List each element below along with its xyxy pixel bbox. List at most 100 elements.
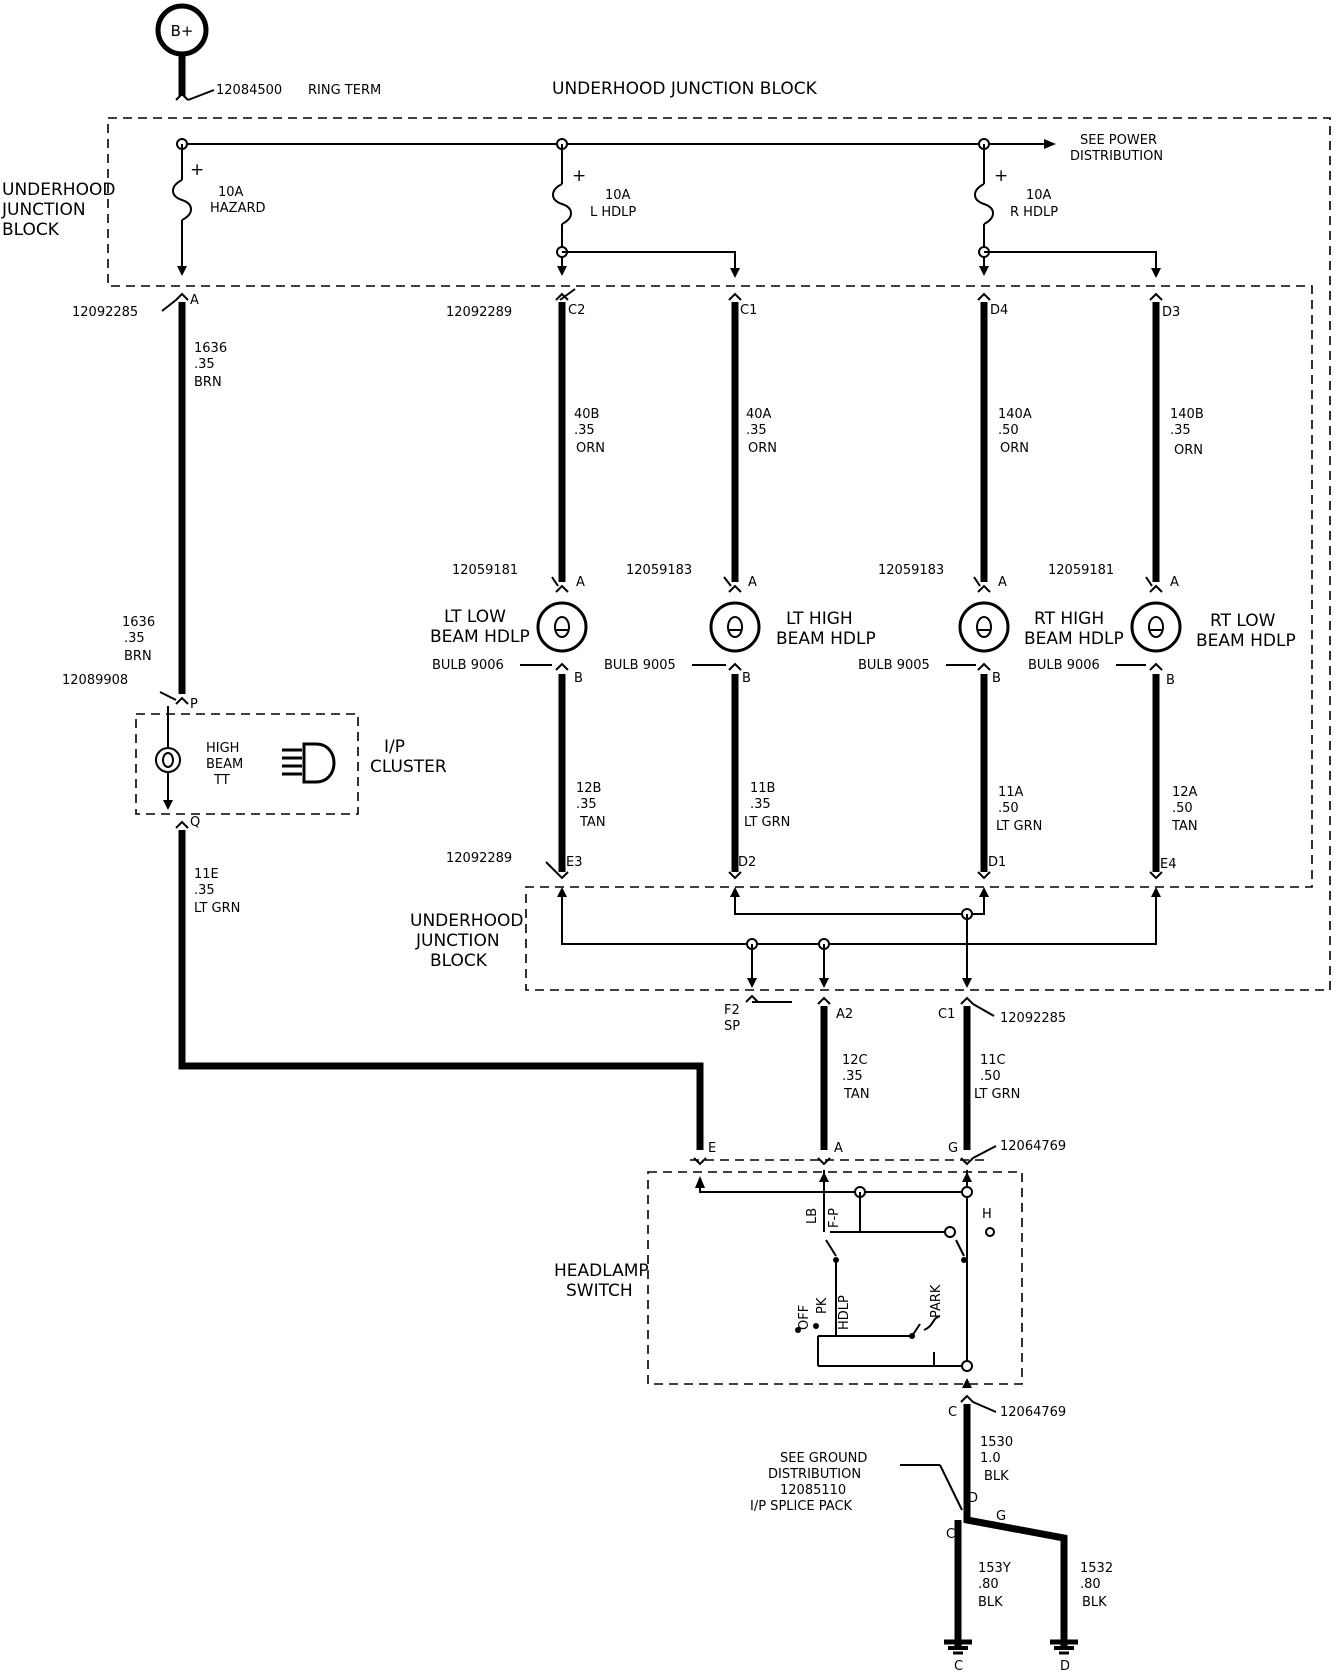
fuse-r-hdlp: + 10A R HDLP <box>974 144 1161 278</box>
svg-text:12092285: 12092285 <box>72 305 138 320</box>
lamp-connector-lt-low: 12059181 A <box>452 563 585 593</box>
wire-label-11e: 11E .35 LT GRN <box>194 867 240 916</box>
svg-text:TAN: TAN <box>579 815 606 830</box>
fuse-l-hdlp: + 10A L HDLP <box>552 144 740 278</box>
switch-label-h: H <box>982 1207 992 1222</box>
svg-text:.35: .35 <box>124 631 145 646</box>
lamp-connector-rt-high: 12059183 A <box>878 563 1007 593</box>
pin-b-rt-high: B <box>977 662 1001 686</box>
svg-text:HEADLAMP: HEADLAMP <box>554 1261 649 1281</box>
wire-ground-splice <box>963 1404 1068 1646</box>
svg-text:C: C <box>948 1405 957 1420</box>
svg-text:TT: TT <box>213 773 230 788</box>
svg-text:I/P: I/P <box>384 737 405 757</box>
svg-text:.50: .50 <box>998 801 1019 816</box>
switch-label-fp: F-P <box>827 1208 842 1228</box>
svg-text:CLUSTER: CLUSTER <box>370 757 447 777</box>
svg-text:LT GRN: LT GRN <box>194 901 240 916</box>
wire-label-11a: 11A .50 LT GRN <box>996 785 1042 834</box>
wire-label-12a: 12A .50 TAN <box>1171 785 1198 834</box>
svg-text:11C: 11C <box>980 1053 1006 1068</box>
svg-text:12059183: 12059183 <box>878 563 944 578</box>
svg-text:SWITCH: SWITCH <box>566 1281 633 1301</box>
svg-text:1.0: 1.0 <box>980 1451 1001 1466</box>
svg-text:BULB 9006: BULB 9006 <box>1028 658 1100 673</box>
wire-label-40b: 40B .35 ORN <box>574 407 605 456</box>
svg-text:.35: .35 <box>746 423 767 438</box>
wire-11e <box>178 830 704 1150</box>
svg-text:TAN: TAN <box>1171 819 1198 834</box>
ip-cluster-label: I/P CLUSTER <box>370 737 447 777</box>
rt-low-beam-label: RT LOW BEAM HDLP <box>1196 611 1296 651</box>
svg-text:140B: 140B <box>1170 407 1204 422</box>
svg-text:P: P <box>190 697 198 712</box>
svg-text:B: B <box>1166 673 1175 688</box>
svg-text:RT LOW: RT LOW <box>1210 611 1276 631</box>
svg-text:.80: .80 <box>1080 1577 1101 1592</box>
pin-e4: E4 <box>1149 857 1177 880</box>
svg-text:40B: 40B <box>574 407 599 422</box>
svg-text:B: B <box>574 671 583 686</box>
connector-cluster-q: Q <box>163 800 200 830</box>
svg-text:BEAM: BEAM <box>206 757 243 772</box>
pin-c2: C2 <box>555 292 585 318</box>
svg-text:E: E <box>708 1141 716 1156</box>
svg-text:1532: 1532 <box>1080 1561 1113 1576</box>
svg-text:A: A <box>1170 575 1179 590</box>
svg-text:ORN: ORN <box>748 441 777 456</box>
power-bus: SEE POWER DISTRIBUTION <box>176 133 1163 164</box>
see-power-distribution-2: DISTRIBUTION <box>1070 149 1163 164</box>
wire-label-1636-lower: 1636 .35 BRN <box>122 615 155 664</box>
wire-label-140a: 140A .50 ORN <box>998 407 1032 456</box>
ring-term-part: 12084500 <box>216 83 282 98</box>
bulb-rt-low: BULB 9006 <box>1028 658 1146 673</box>
bulb-rt-high: BULB 9005 <box>858 658 976 673</box>
svg-text:12085110: 12085110 <box>780 1483 846 1498</box>
svg-text:153Y: 153Y <box>978 1561 1011 1576</box>
svg-text:A: A <box>834 1141 843 1156</box>
ground-note: SEE GROUND DISTRIBUTION 12085110 I/P SPL… <box>750 1451 963 1514</box>
svg-text:LT GRN: LT GRN <box>974 1087 1020 1102</box>
high-beam-symbol-icon <box>282 742 336 784</box>
connector-12092285-a: 12092285 A <box>72 292 199 320</box>
rt-high-beam-label: RT HIGH BEAM HDLP <box>1024 609 1124 649</box>
wire-label-11c: 11C .50 LT GRN <box>974 1053 1020 1102</box>
wire-label-1532: 1532 .80 BLK <box>1080 1561 1113 1610</box>
connector-12089908-p: 12089908 P <box>62 673 198 712</box>
svg-text:BLK: BLK <box>1082 1595 1107 1610</box>
svg-text:BULB 9005: BULB 9005 <box>604 658 676 673</box>
svg-text:BLOCK: BLOCK <box>430 951 488 971</box>
svg-text:+: + <box>572 166 586 186</box>
svg-text:G: G <box>996 1509 1006 1524</box>
svg-text:BLOCK: BLOCK <box>2 220 60 240</box>
svg-text:A: A <box>748 575 757 590</box>
svg-text:12064769: 12064769 <box>1000 1405 1066 1420</box>
svg-text:D2: D2 <box>738 855 756 870</box>
svg-text:+: + <box>190 160 204 180</box>
svg-text:12089908: 12089908 <box>62 673 128 688</box>
svg-text:BEAM HDLP: BEAM HDLP <box>1196 631 1296 651</box>
svg-text:E3: E3 <box>566 855 583 870</box>
svg-text:12059181: 12059181 <box>452 563 518 578</box>
svg-text:C: C <box>946 1527 955 1542</box>
svg-text:C2: C2 <box>568 303 585 318</box>
ground-symbol-icon-d: D <box>1050 1639 1078 1672</box>
fuse-l-hdlp-name: L HDLP <box>590 205 636 220</box>
svg-text:140A: 140A <box>998 407 1032 422</box>
underhood-junction-block-title: UNDERHOOD JUNCTION BLOCK <box>552 79 818 99</box>
wire-label-153y: 153Y .80 BLK <box>978 1561 1011 1610</box>
connector-12064769-bottom: 12064769 C <box>948 1378 1066 1420</box>
switch-position-pk: PK <box>815 1297 830 1314</box>
svg-text:BEAM HDLP: BEAM HDLP <box>430 627 530 647</box>
wire-label-140b: 140B .35 ORN <box>1170 407 1204 458</box>
fuse-r-hdlp-rating: 10A <box>1026 188 1052 203</box>
lt-low-beam-label: LT LOW BEAM HDLP <box>430 607 530 647</box>
svg-text:12A: 12A <box>1172 785 1198 800</box>
svg-text:LT HIGH: LT HIGH <box>786 609 853 629</box>
wire-label-12c: 12C .35 TAN <box>842 1053 870 1102</box>
svg-text:JUNCTION: JUNCTION <box>415 931 500 951</box>
svg-text:LT GRN: LT GRN <box>744 815 790 830</box>
pin-e3: E3 <box>555 855 583 880</box>
rt-high-beam-headlamp-icon <box>958 601 1010 653</box>
svg-text:BRN: BRN <box>194 375 222 390</box>
